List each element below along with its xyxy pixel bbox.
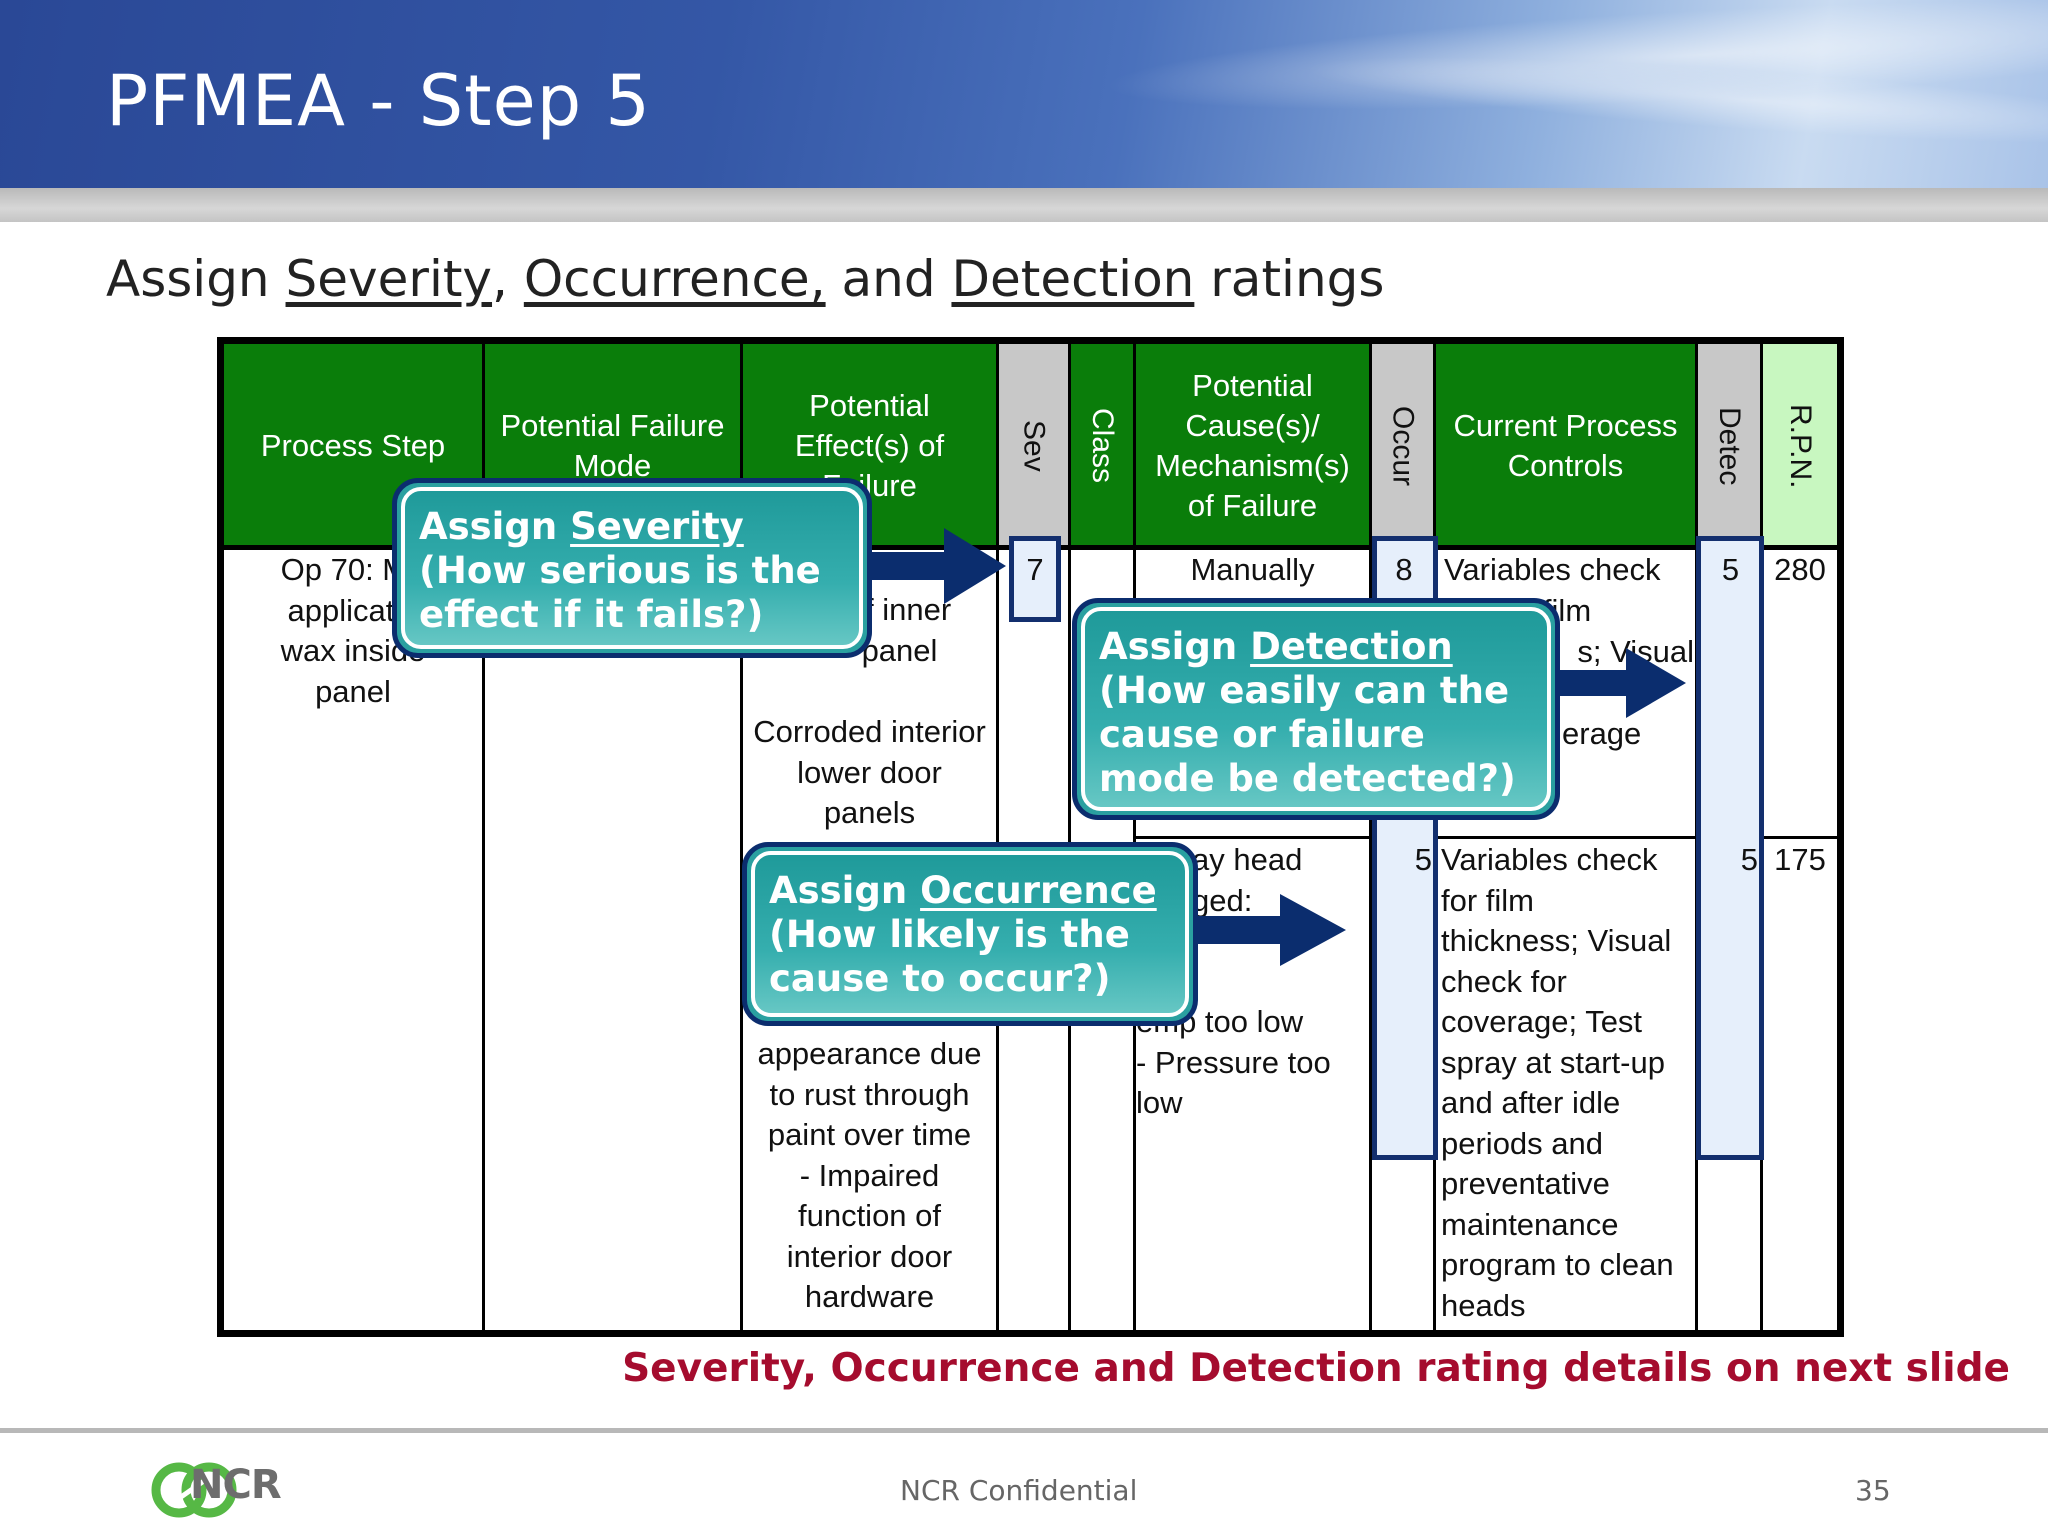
- callout-keyword: Occurrence: [920, 869, 1157, 912]
- cell-sev: 7: [1026, 552, 1044, 587]
- footer-divider: [0, 1428, 2048, 1433]
- cell-detec-2: 5: [1740, 842, 1758, 877]
- callout-assign-severity: Assign Severity (How serious is the effe…: [392, 478, 872, 658]
- subtitle-occurrence: Occurrence,: [523, 250, 826, 308]
- sev-highlight: [1009, 536, 1061, 622]
- callout-lead: Assign: [1099, 625, 1251, 668]
- callout-keyword: Detection: [1250, 625, 1453, 668]
- subtitle-text: and: [825, 250, 952, 308]
- column-line: [740, 548, 743, 1330]
- callout-lead: Assign: [419, 505, 571, 548]
- cell-effects-appearance: appearance due to rust through paint ove…: [757, 1036, 982, 1314]
- callout-detection-text: Assign Detection (How easily can the cau…: [1081, 607, 1551, 811]
- footer-confidential: NCR Confidential: [900, 1474, 1138, 1507]
- callout-question: (How serious is the effect if it fails?): [419, 549, 821, 636]
- header-causes: Potential Cause(s)/ Mechanism(s) of Fail…: [1136, 344, 1372, 548]
- header-sev: Sev: [999, 344, 1071, 548]
- callout-assign-detection: Assign Detection (How easily can the cau…: [1072, 598, 1560, 820]
- slide-title: PFMEA - Step 5: [106, 60, 651, 142]
- ncr-logo-icon: [151, 1462, 237, 1518]
- callout-keyword: Severity: [570, 505, 744, 548]
- cell-detec-1: 5: [1721, 552, 1740, 587]
- slide-header: [0, 0, 2048, 188]
- rating-details-note: Severity, Occurrence and Detection ratin…: [622, 1346, 2010, 1391]
- cell-controls-1: Variables check: [1444, 552, 1661, 587]
- cell-occur-2: 5: [1414, 842, 1432, 877]
- header-controls: Current Process Controls: [1436, 344, 1698, 548]
- detec-highlight: [1696, 536, 1764, 1160]
- callout-lead: Assign: [769, 869, 921, 912]
- cell-rpn-2: 175: [1774, 842, 1826, 877]
- subtitle-text: ratings: [1194, 250, 1385, 308]
- header-rpn: R.P.N.: [1763, 344, 1837, 548]
- callout-occurrence-text: Assign Occurrence (How likely is the cau…: [751, 851, 1189, 1017]
- column-line: [482, 548, 485, 1330]
- row-separator: [1133, 836, 1837, 839]
- subtitle-severity: Severity: [285, 250, 493, 308]
- ncr-logo-text: NCR: [190, 1462, 282, 1508]
- subtitle-text: Assign: [106, 250, 286, 308]
- callout-question: (How likely is the cause to occur?): [769, 913, 1130, 1000]
- callout-severity-text: Assign Severity (How serious is the effe…: [401, 487, 863, 649]
- subtitle-detection: Detection: [951, 250, 1195, 308]
- cell-effects-top: of inner panel: [848, 592, 952, 668]
- callout-assign-occurrence: Assign Occurrence (How likely is the cau…: [742, 842, 1198, 1026]
- header-occur: Occur: [1372, 344, 1436, 548]
- arrow-right-icon: [860, 528, 1006, 604]
- callout-question: (How easily can the cause or failure mod…: [1099, 669, 1516, 800]
- page-number: 35: [1855, 1474, 1891, 1507]
- subtitle-text: ,: [492, 250, 524, 308]
- arrow-right-icon: [1190, 894, 1346, 966]
- header-divider: [0, 188, 2048, 222]
- cell-controls-1-line3: s; Visual: [1577, 634, 1694, 669]
- column-line: [1369, 548, 1372, 1330]
- cell-occur-1: 8: [1395, 552, 1413, 587]
- cell-cause-manually: Manually: [1190, 552, 1315, 587]
- cell-cause-spray: ay head ged:: [1192, 842, 1303, 918]
- cell-effects-corroded: Corroded interior lower door panels: [753, 714, 986, 830]
- arrow-right-icon: [1540, 648, 1686, 718]
- slide-subtitle: Assign Severity, Occurrence, and Detecti…: [106, 250, 1384, 308]
- header-class: Class: [1071, 344, 1136, 548]
- cell-controls-2: Variables check for film thickness; Visu…: [1441, 842, 1674, 1323]
- header-detec: Detec: [1698, 344, 1763, 548]
- cell-rpn-1: 280: [1774, 552, 1826, 587]
- cell-controls-1-line4: erage: [1562, 716, 1642, 751]
